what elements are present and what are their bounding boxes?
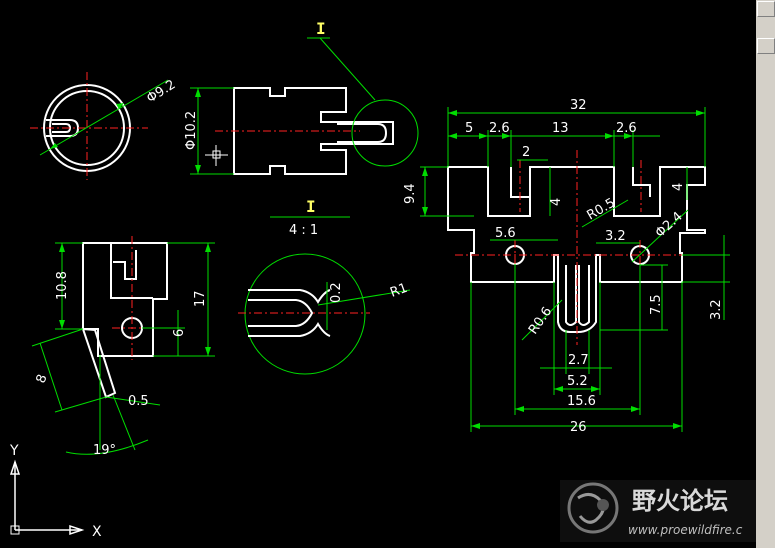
- detail-view-label: I: [306, 197, 316, 216]
- dim-5: 5: [465, 121, 473, 136]
- dim-radius-0-6: R0.6: [526, 304, 555, 337]
- dim-32: 32: [570, 98, 587, 113]
- ucs-x-label: X: [92, 524, 102, 540]
- dim-0-5: 0.5: [128, 394, 149, 409]
- dim-4-left: 4: [549, 198, 564, 206]
- dim-10-8: 10.8: [55, 271, 70, 300]
- vertical-scrollbar[interactable]: [756, 0, 775, 548]
- watermark-cn: 野火论坛: [632, 487, 728, 515]
- detail-callout-label: I: [316, 19, 326, 38]
- dim-9-4: 9.4: [403, 183, 418, 204]
- dim-radius-1: R1: [388, 281, 409, 301]
- end-view: Φ9.2: [30, 72, 178, 180]
- watermark-logo-icon: [567, 482, 619, 534]
- detail-scale: 4 : 1: [289, 223, 318, 238]
- dim-8: 8: [34, 372, 51, 385]
- side-view: Φ10.2 I: [184, 19, 419, 175]
- dim-26: 26: [570, 420, 587, 435]
- front-view: 10.8 17 6 8 0.5 19°: [31, 236, 215, 458]
- dim-15-6: 15.6: [567, 394, 596, 409]
- dim-6: 6: [172, 329, 187, 337]
- dim-2-6-right: 2.6: [616, 121, 637, 136]
- main-view: 32 5 2.6 13 2.6 2 9.4 4 4 R0.5 Φ2.4 5.6: [403, 98, 730, 435]
- dim-radius-0-5: R0.5: [585, 196, 618, 224]
- ucs-y-label: Y: [9, 443, 19, 459]
- detail-view: I 4 : 1 R1 0.2: [238, 197, 411, 375]
- dim-3-2-top: 3.2: [605, 229, 626, 244]
- dim-0-2: 0.2: [329, 282, 344, 303]
- dim-diameter-9-2: Φ9.2: [144, 77, 178, 106]
- dim-13: 13: [552, 121, 569, 136]
- dim-2-7: 2.7: [568, 353, 589, 368]
- dim-19-degree: 19°: [93, 443, 116, 458]
- ucs-icon: Y X: [9, 443, 102, 540]
- dim-5-2: 5.2: [567, 374, 588, 389]
- dim-5-6: 5.6: [495, 226, 516, 241]
- dim-17: 17: [193, 290, 208, 307]
- scroll-thumb[interactable]: [757, 38, 775, 54]
- dim-4-right: 4: [671, 183, 686, 191]
- watermark: 野火论坛 www.proewildfire.c: [560, 480, 756, 542]
- scroll-up-button[interactable]: [757, 1, 775, 17]
- dim-2: 2: [522, 145, 530, 160]
- watermark-url: www.proewildfire.c: [628, 523, 743, 537]
- dim-3-2-right: 3.2: [709, 299, 724, 320]
- dim-2-6-left: 2.6: [489, 121, 510, 136]
- dim-diameter-10-2: Φ10.2: [184, 111, 199, 150]
- dim-7-5: 7.5: [649, 294, 664, 315]
